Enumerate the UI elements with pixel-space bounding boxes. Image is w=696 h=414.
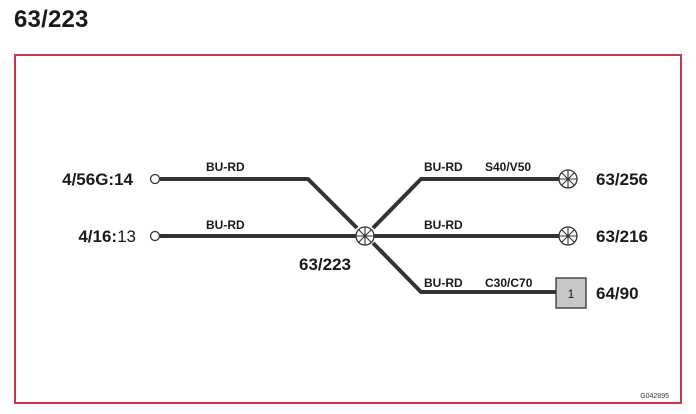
- wire-color-label: BU-RD: [424, 218, 463, 232]
- wire-left-top: [160, 177, 359, 230]
- wire-variant-label: S40/V50: [485, 160, 531, 174]
- connector-label-left-bottom: 4/16:13: [78, 227, 136, 246]
- figure-code: G042895: [640, 393, 669, 400]
- wire-right-top: [371, 177, 560, 230]
- splice-icon: [558, 226, 578, 246]
- wire-right-bottom: [371, 241, 556, 294]
- wire-color-label: BU-RD: [206, 160, 245, 174]
- splice-label-center: 63/223: [299, 255, 351, 274]
- splice-icon: [558, 169, 578, 189]
- wire-color-label: BU-RD: [206, 218, 245, 232]
- component-box: [555, 277, 587, 309]
- terminal-circle-icon: [149, 230, 161, 242]
- connector-label-left-bottom-main: 4/16:: [78, 227, 117, 246]
- connector-label-right-bottom: 64/90: [596, 284, 639, 303]
- terminal-circle-icon: [149, 173, 161, 185]
- connector-label-right-middle: 63/216: [596, 227, 648, 246]
- page-title: 63/223: [14, 6, 89, 33]
- wire-color-label: BU-RD: [424, 160, 463, 174]
- connector-label-left-bottom-pin: 13: [117, 227, 136, 246]
- component-pin-label: 1: [568, 287, 575, 301]
- diagram-frame: [14, 54, 682, 404]
- connector-label-right-top: 63/256: [596, 170, 648, 189]
- wire-variant-label: C30/C70: [485, 276, 533, 290]
- connector-label-left-top: 4/56G:14: [62, 170, 133, 189]
- wire-color-label: BU-RD: [424, 276, 463, 290]
- splice-icon: [355, 226, 375, 246]
